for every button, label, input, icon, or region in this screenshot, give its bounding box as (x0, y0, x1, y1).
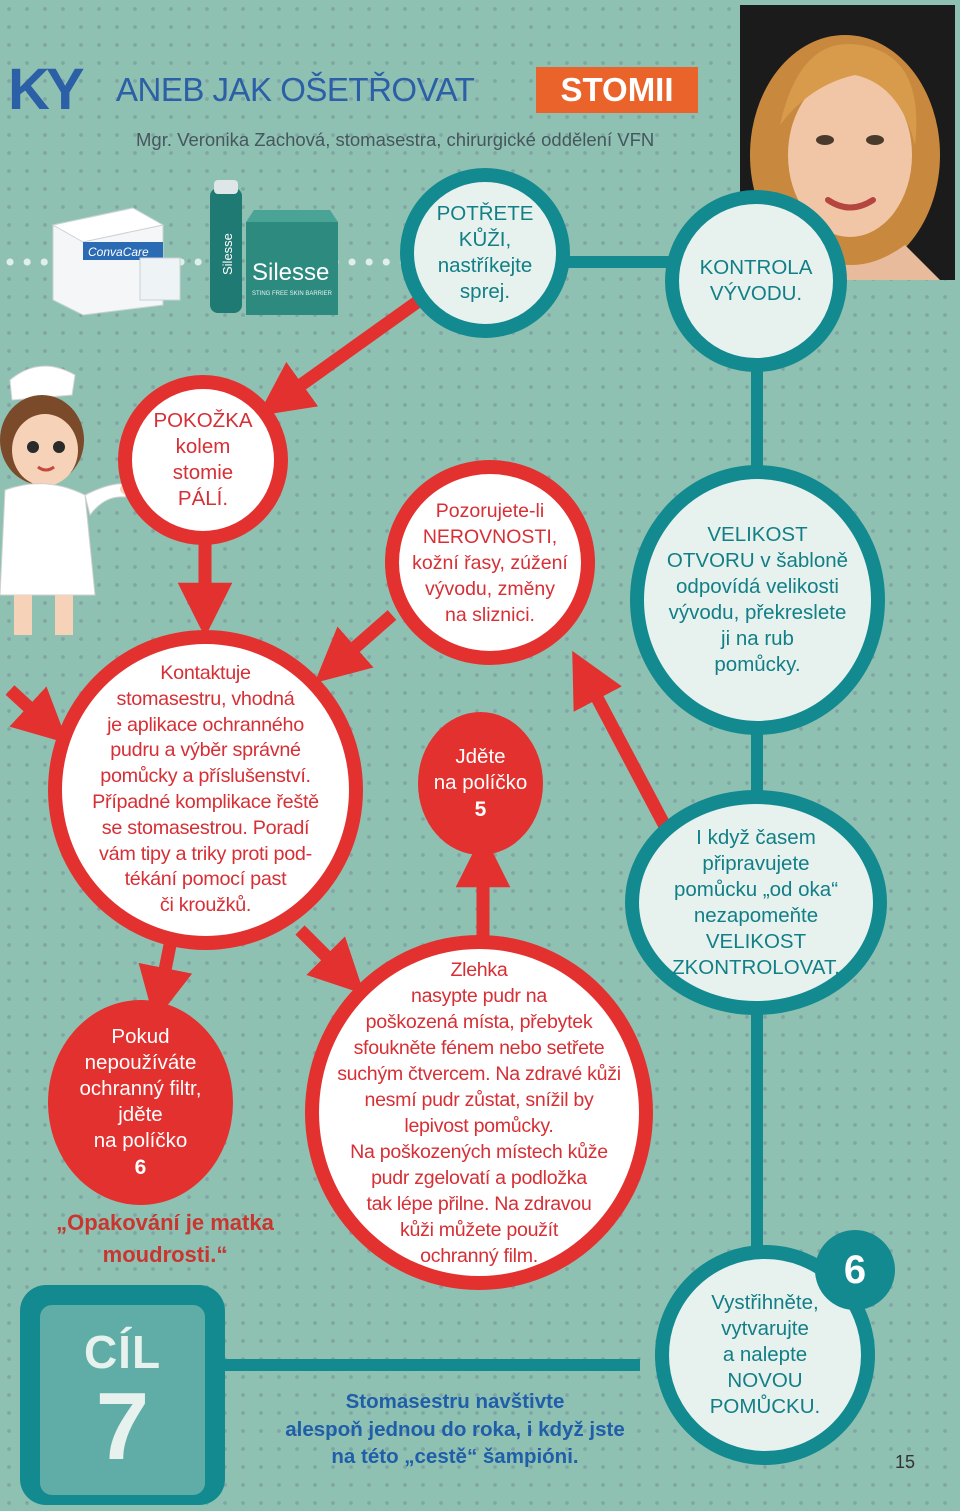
header-title-fragment: KY (8, 57, 85, 122)
proverb-text: „Opakování je matka moudrosti.“ (56, 1210, 274, 1267)
step-contact-nurse-text: Kontaktuje stomasestru, vhodná je aplika… (92, 662, 319, 917)
goal-text: Stomasestru navštivte alespoň jednou do … (285, 1390, 625, 1468)
arrow-spray-to-burn (257, 294, 424, 416)
arrow-contact-to-filter (138, 943, 193, 1022)
arrow-contact-to-powder (295, 925, 365, 995)
header-author: Mgr. Veronika Zachová, stomasestra, chir… (136, 129, 655, 150)
header-title-badge: STOMII (536, 67, 698, 113)
header-title: ANEB JAK OŠETŘOVAT (116, 71, 475, 108)
nurse-cartoon-illustration (0, 365, 136, 635)
step-apply-spray-text: POTŘETE KŮŽI, nastříkejte sprej. (436, 202, 534, 303)
step-no-filter-number: 6 (134, 1155, 147, 1179)
step-no-filter-text: Pokud nepoužíváte ochranný filtr, jděte … (79, 1024, 202, 1152)
step-go-to-5-text: Jděte na políčko (433, 744, 528, 794)
goal-label: CÍL (83, 1326, 162, 1378)
goal-box: CÍL 7 (20, 1285, 225, 1505)
step-no-filter: Pokud nepoužíváte ochranný filtr, jděte … (48, 1000, 233, 1205)
nurse-cartoon (0, 355, 140, 640)
step-precut-check: I když časem připravujete pomůcku „od ok… (625, 790, 887, 1015)
box2-label: Silesse (252, 259, 329, 286)
step-skin-burns-text: POKOŽKA kolem stomie PÁLÍ. (153, 409, 253, 510)
goal-number: 7 (95, 1373, 150, 1480)
step-irregularities: Pozorujete-li NEROVNOSTI, kožní řasy, zú… (385, 460, 595, 665)
step-powder: Zlehka nasypte pudr na poškozená místa, … (305, 935, 653, 1290)
step-go-to-5-number: 5 (474, 797, 487, 821)
arrow-right-to-irregular (572, 650, 681, 849)
step-cut-new-text: Vystřihněte, vytvarujte a nalepte NOVOU … (709, 1291, 821, 1418)
step-go-to-5: Jděte na políčko 5 (418, 712, 543, 855)
arrow-edge-to-contact (5, 685, 69, 744)
step-template-size-text: VELIKOST OTVORU v šabloně odpovídá velik… (666, 523, 849, 676)
step-precut-check-text: I když časem připravujete pomůcku „od ok… (672, 825, 840, 979)
step-check-stoma: KONTROLA VÝVODU. (665, 190, 847, 372)
page-number: 15 (894, 1452, 916, 1472)
step-contact-nurse: Kontaktuje stomasestru, vhodná je aplika… (48, 630, 363, 950)
step-irregularities-text: Pozorujete-li NEROVNOSTI, kožní řasy, zú… (412, 499, 568, 626)
products-illustration: ConvaCare Silesse Silesse STING FREE SKI… (51, 180, 338, 316)
can-label: Silesse (220, 233, 235, 275)
box1-label: ConvaCare (88, 245, 149, 259)
stoma-products-image: ConvaCare Silesse Silesse STING FREE SKI… (48, 180, 348, 320)
step-template-size: VELIKOST OTVORU v šabloně odpovídá velik… (630, 465, 885, 735)
step-apply-spray: POTŘETE KŮŽI, nastříkejte sprej. (400, 168, 570, 338)
arrow-irregular-to-contact (314, 610, 397, 684)
box2-subtitle: STING FREE SKIN BARRIER (252, 291, 333, 297)
step-powder-text: Zlehka nasypte pudr na poškozená místa, … (337, 958, 621, 1267)
goal-box-inner (40, 1305, 205, 1495)
step-skin-burns: POKOŽKA kolem stomie PÁLÍ. (118, 375, 288, 545)
step-cut-new-number: 6 (815, 1230, 895, 1310)
step-check-stoma-text: KONTROLA VÝVODU. (699, 256, 813, 305)
